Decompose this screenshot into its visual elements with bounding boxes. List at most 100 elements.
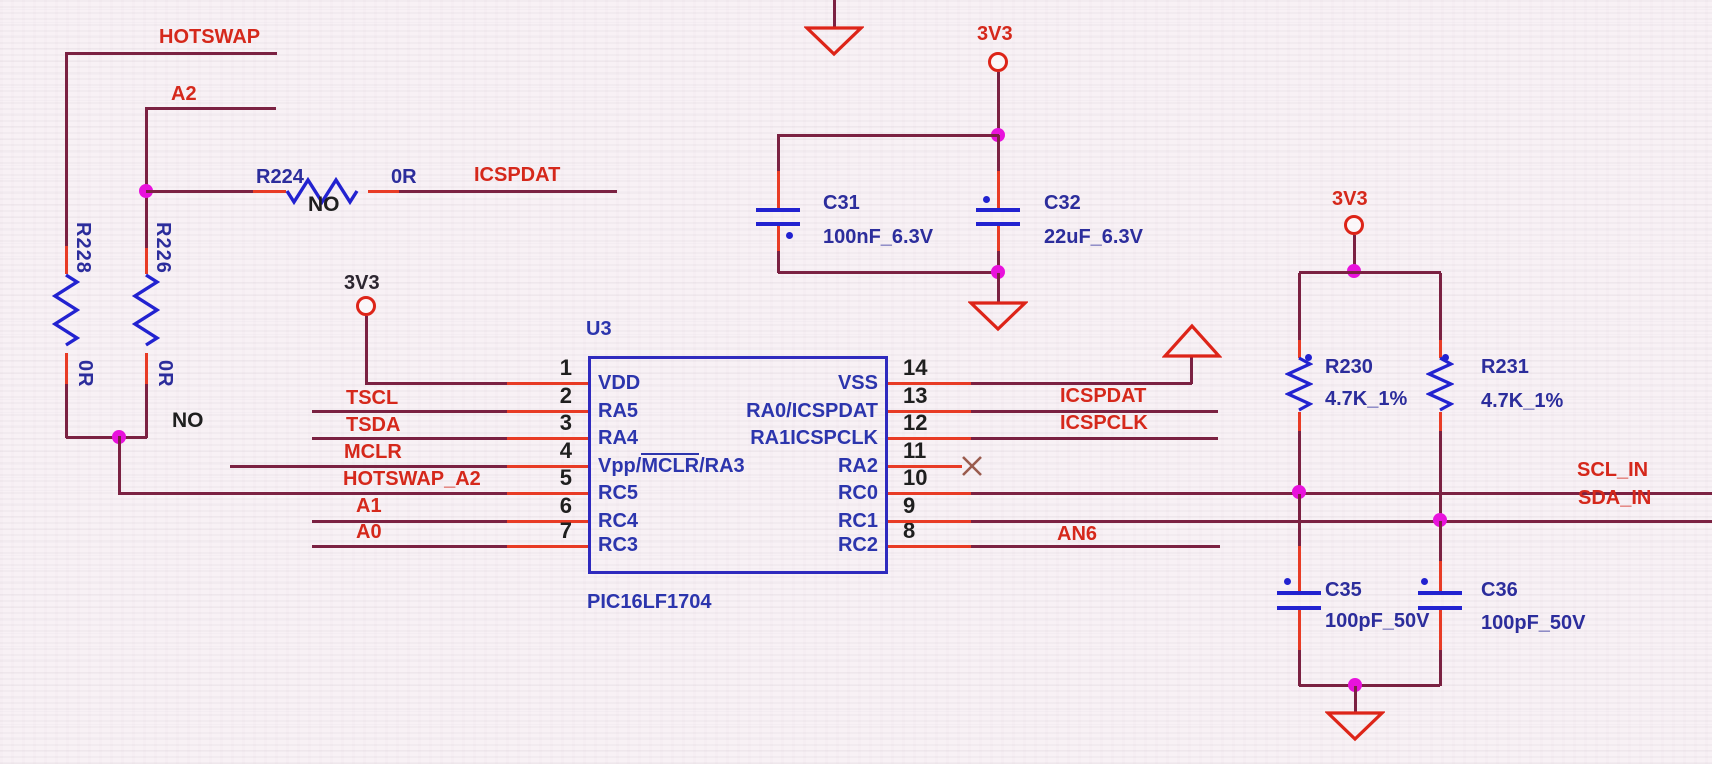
pin-stub	[888, 545, 971, 548]
pin-number: 4	[559, 438, 572, 463]
refdes-c31: C31	[823, 192, 860, 214]
refdes-u3: U3	[586, 318, 612, 340]
junction-dot	[991, 265, 1005, 279]
net-label-icspdat: ICSPDAT	[1060, 385, 1147, 407]
wire-icspdat	[399, 190, 617, 193]
wire-a0	[312, 545, 507, 548]
resistor-r226-icon	[131, 273, 161, 347]
wire-scl-in	[971, 492, 1712, 495]
pin-name-rc2: RC2	[837, 534, 878, 556]
value-r230: 4.7K_1%	[1325, 388, 1408, 410]
wire	[1439, 521, 1442, 561]
pin-name-vdd: VDD	[598, 372, 641, 394]
wire	[1299, 684, 1440, 687]
wire-hotswap-drop	[65, 52, 68, 246]
wire-hotswap-a2	[118, 492, 507, 495]
pin-name-ra5: RA5	[598, 400, 639, 422]
pin-stub	[507, 520, 589, 523]
note-no-fit: NO	[172, 409, 204, 432]
wire	[778, 134, 999, 137]
pin-number: 5	[559, 465, 572, 490]
pin-stub	[1298, 610, 1301, 650]
pin-stub	[888, 382, 971, 385]
wire	[1354, 686, 1357, 712]
wire	[1439, 650, 1442, 686]
junction-dot	[1433, 513, 1447, 527]
wire	[65, 384, 68, 438]
pin-stub	[888, 465, 962, 468]
pin-stub	[65, 353, 68, 384]
net-label-tsda: TSDA	[346, 414, 401, 436]
polarity-dot	[983, 196, 990, 203]
refdes-r224: R224	[256, 166, 304, 188]
capacitor-c31-icon	[756, 208, 800, 212]
wire	[997, 251, 1000, 273]
wire	[1298, 273, 1301, 340]
pin-number: 14	[903, 355, 928, 380]
refdes-r231: R231	[1481, 356, 1529, 378]
pin-stub	[145, 353, 148, 384]
ground-icon	[968, 301, 1028, 332]
ic-body-u3	[588, 356, 888, 574]
wire-vss	[971, 382, 1192, 385]
net-label-a2: A2	[171, 83, 197, 105]
junction-dot	[1348, 678, 1362, 692]
value-r224: 0R	[391, 166, 417, 188]
pin-name-vpp-mclr-ra3: Vpp/MCLR/RA3	[598, 453, 745, 477]
pin-stub	[368, 190, 399, 193]
pin-name-ra4: RA4	[598, 427, 639, 449]
pin-number: 3	[559, 410, 572, 435]
wire	[777, 134, 780, 171]
polarity-dot	[1442, 354, 1449, 361]
value-r226: 0R	[154, 360, 176, 388]
refdes-r226: R226	[152, 222, 174, 274]
pin-stub	[777, 171, 780, 208]
pin-stub	[888, 410, 971, 413]
wire	[145, 384, 148, 438]
value-r231: 4.7K_1%	[1481, 390, 1564, 412]
pin-stub	[997, 226, 1000, 251]
wire	[118, 436, 121, 494]
refdes-c36: C36	[1481, 579, 1518, 601]
net-label-a0: A0	[356, 521, 382, 543]
pin-stub	[507, 410, 589, 413]
pin-name-part: /RA3	[699, 455, 745, 477]
pin-stub	[507, 437, 589, 440]
wire	[1190, 357, 1193, 384]
net-label-3v3: 3V3	[1332, 188, 1368, 210]
wire-a1	[312, 520, 507, 523]
pin-name-ra0-icspdat: RA0/ICSPDAT	[746, 400, 878, 422]
pin-stub	[145, 248, 148, 274]
pin-stub	[888, 492, 971, 495]
resistor-r224-icon	[285, 177, 359, 205]
pin-name-ra1-icspclk: RA1ICSPCLK	[750, 427, 878, 449]
pin-name-part: Vpp/	[598, 455, 642, 477]
net-label-mclr: MCLR	[344, 441, 402, 463]
pin-stub	[65, 246, 68, 274]
net-label-tscl: TSCL	[346, 387, 399, 409]
part-number-u3: PIC16LF1704	[587, 591, 712, 613]
pin-stub	[777, 226, 780, 251]
pin-stub	[1298, 546, 1301, 591]
note-no-fit: NO	[308, 193, 340, 216]
wire	[1439, 431, 1442, 521]
pin-number: 8	[903, 518, 916, 543]
power-node-icon	[356, 296, 376, 316]
resistor-r230-icon	[1285, 357, 1313, 412]
wire-tsda	[312, 437, 507, 440]
refdes-r228: R228	[72, 222, 94, 274]
pin-name-rc0: RC0	[837, 482, 878, 504]
pin-number: 1	[559, 355, 572, 380]
pin-stub	[507, 465, 589, 468]
power-up-icon	[1162, 323, 1222, 358]
net-label-scl-in: SCL_IN	[1577, 459, 1649, 481]
ground-icon	[1325, 711, 1385, 742]
pin-name-rc1: RC1	[837, 510, 878, 532]
wire	[833, 0, 836, 27]
no-connect-icon	[962, 456, 982, 476]
wire	[777, 251, 780, 273]
wire-mclr	[230, 465, 507, 468]
pin-number: 2	[559, 383, 572, 408]
refdes-r230: R230	[1325, 356, 1373, 378]
